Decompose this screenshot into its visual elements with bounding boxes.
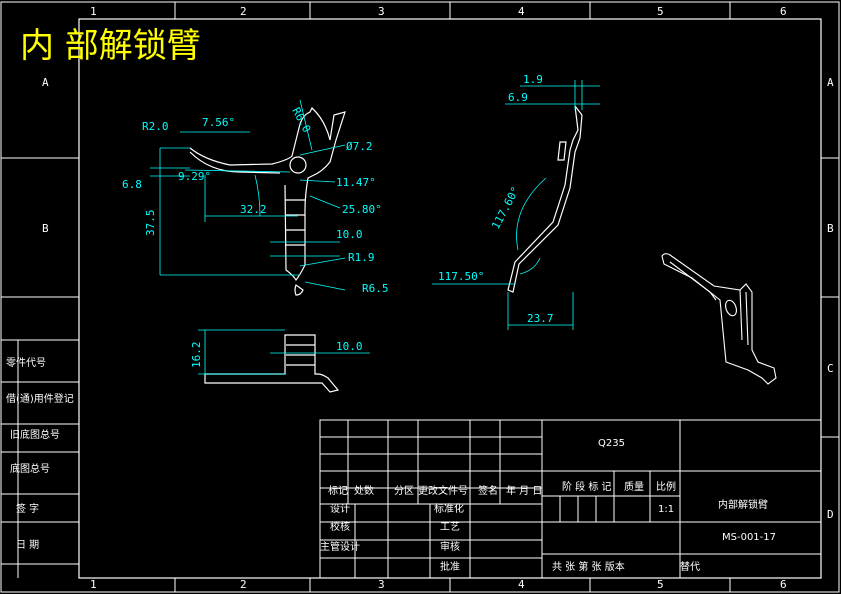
side-dimension-text: 1.9 6.9 117.60° 117.50° 23.7 [438,73,554,325]
side-label: 旧底图总号 [10,428,60,441]
col-label: 2 [240,5,247,18]
dim-100-a: 10.0 [336,228,363,241]
top-view [204,334,340,393]
side-view [507,105,583,293]
side-label: 零件代号 [6,357,46,369]
dim-r6: R6.0 [289,105,313,135]
dim-69: 6.9 [508,91,528,104]
drawing-title: 内 部解锁臂 [20,26,201,66]
col-label: 6 [780,5,787,18]
material: Q235 [598,438,625,449]
dim-angle-2580: 25.80° [342,203,382,216]
tb-part-no: MS-001-17 [722,532,776,543]
title-block-lines [319,419,822,579]
row-label: D [827,508,834,521]
col-label: 5 [657,578,664,591]
top-dimension-text: 16.2 10.0 [190,340,363,368]
dim-r65: R6.5 [362,282,389,295]
col-label: 4 [518,5,525,18]
side-labels: 零件代号 借(通)用件登记 旧底图总号 底图总号 签 字 日 期 [6,357,74,551]
grid-labels: 1 2 3 4 5 6 1 2 3 4 5 6 A B A B C D [42,5,834,591]
side-label: 借(通)用件登记 [6,392,74,405]
top-dimension-lines [198,329,370,375]
tb-role2: 审核 [440,540,460,553]
tb-header: 处数 [354,484,374,497]
tb-stage: 阶 段 标 记 [562,480,612,493]
col-label: 4 [518,578,525,591]
tb-role2: 标准化 [434,502,464,515]
row-label: B [827,222,834,235]
col-label: 1 [90,5,97,18]
dim-angle-929: 9.29° [178,170,211,183]
tb-role2: 工艺 [440,521,460,533]
dim-162: 16.2 [190,342,203,369]
col-label: 2 [240,578,247,591]
side-label: 签 字 [16,502,39,515]
dim-100-b: 10.0 [336,340,363,353]
row-label: A [827,76,834,89]
tb-footer: 共 张 第 张 版本 [552,560,625,573]
dim-r19: R1.9 [348,251,375,264]
col-label: 3 [378,5,385,18]
tb-header: 分区 [394,485,414,497]
row-label: C [827,362,834,375]
tb-role: 设计 [330,502,350,515]
tb-header: 年 月 日 [506,484,542,497]
isometric-view [661,253,777,385]
row-label: A [42,76,49,89]
front-dimension-lines [150,99,346,291]
tb-header: 签名 [478,484,498,497]
tb-scale: 1:1 [658,504,674,515]
row-label: B [42,222,49,235]
dim-237: 23.7 [527,312,554,325]
side-label: 底图总号 [10,462,50,475]
tb-stage: 比例 [656,480,676,493]
tb-header: 更改文件号 [418,484,468,497]
tb-stage: 质量 [624,481,644,493]
front-dimension-text: R6.0 R2.0 7.56° Ø7.2 6.8 9.29° 11.47° 32… [122,105,389,295]
front-view [189,107,346,296]
title-block-text: Q235 标记 处数 分区 更改文件号 签名 年 月 日 设计 校核 主管设计 … [320,438,776,573]
dim-375: 37.5 [144,210,157,237]
tb-role2: 批准 [440,560,460,573]
side-label: 日 期 [16,539,39,551]
col-label: 1 [90,578,97,591]
dim-19: 1.9 [523,73,543,86]
col-label: 6 [780,578,787,591]
side-dimension-lines [432,80,600,330]
dim-angle-11750: 117.50° [438,270,484,283]
tb-header: 标记 [328,485,348,497]
tb-role: 校核 [330,520,350,533]
col-label: 5 [657,5,664,18]
dim-diameter-72: Ø7.2 [346,140,373,153]
dim-r2: R2.0 [142,120,169,133]
tb-replace: 替代 [680,560,700,573]
col-label: 3 [378,578,385,591]
dim-68: 6.8 [122,178,142,191]
tb-role: 主管设计 [320,540,360,553]
dim-angle-1147: 11.47° [336,176,376,189]
dim-angle-756: 7.56° [202,116,235,129]
dim-322: 32.2 [240,203,267,216]
tb-part-name: 内部解锁臂 [718,498,768,511]
